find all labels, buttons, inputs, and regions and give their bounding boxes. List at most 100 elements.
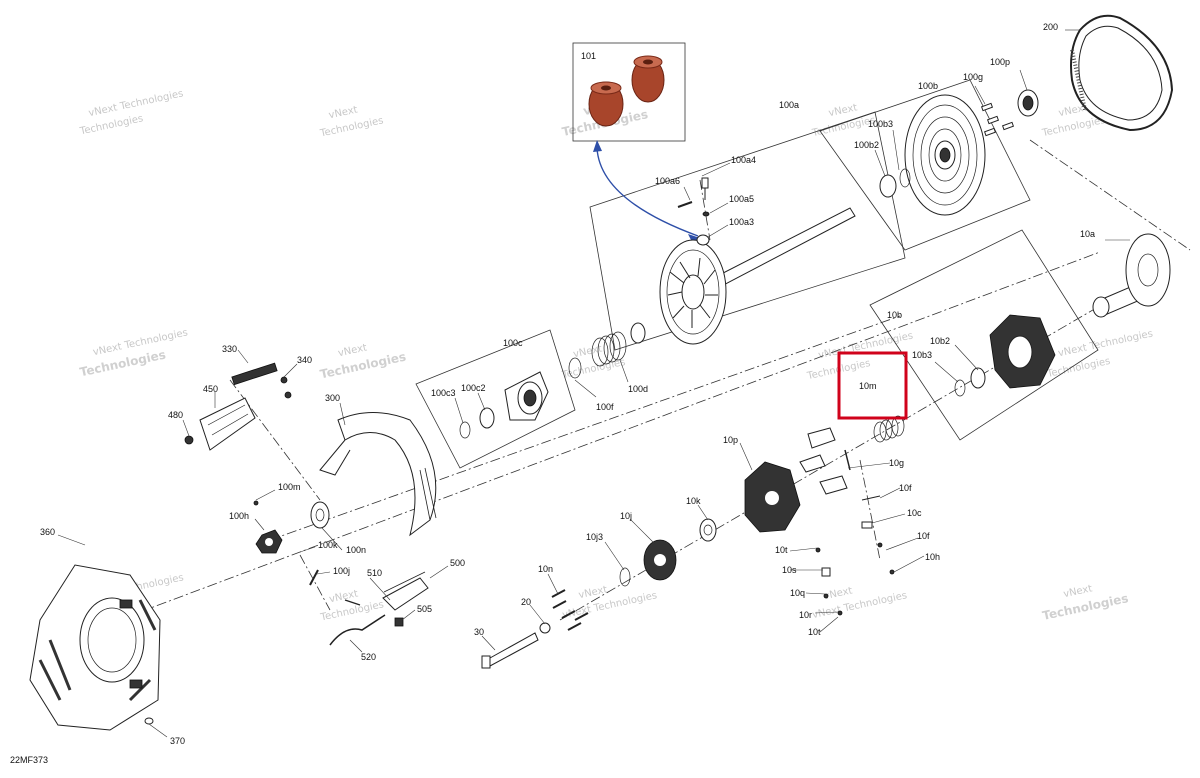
- rings-100b2-100b3[interactable]: [879, 168, 911, 198]
- watermark-text: Technologies: [1040, 115, 1106, 139]
- pin-10f[interactable]: [861, 495, 881, 501]
- part-label: 100a3: [729, 217, 754, 227]
- ring-100c3[interactable]: [459, 421, 471, 439]
- bushing-100a3[interactable]: [696, 234, 710, 246]
- watermark-text: Technologies: [810, 115, 876, 139]
- weight-axis-line: [699, 179, 711, 241]
- group-box-100b: [819, 79, 1031, 251]
- bolts-100g[interactable]: [980, 102, 1015, 137]
- bushing-100c2[interactable]: [479, 407, 495, 429]
- sheave-10a[interactable]: [1092, 233, 1171, 318]
- pin-100a6[interactable]: [677, 201, 693, 208]
- plate-10p[interactable]: [744, 461, 801, 533]
- part-label: 100a4: [731, 155, 756, 165]
- leader-lines: [57, 29, 1130, 738]
- watermark-text: vNext: [328, 104, 359, 121]
- bushing-hole-icon: [601, 85, 611, 91]
- rivet-340[interactable]: [280, 376, 288, 384]
- part-label: 100b2: [854, 140, 879, 150]
- bolt-100j[interactable]: [309, 569, 319, 586]
- watermark-text: Technologies: [78, 347, 167, 379]
- part-label: 100c3: [431, 388, 456, 398]
- group-box-10b: [869, 229, 1099, 441]
- washer-100m[interactable]: [253, 500, 259, 506]
- bracket-450[interactable]: [199, 397, 256, 451]
- washer-10k[interactable]: [699, 518, 717, 542]
- part-label: 100n: [346, 545, 366, 555]
- inset-101-bushings[interactable]: [588, 55, 665, 127]
- sub-assembly-boxes: [415, 42, 1099, 469]
- ring-10j3[interactable]: [619, 567, 631, 587]
- washer-20[interactable]: [539, 622, 551, 634]
- part-label: 100a5: [729, 194, 754, 204]
- part-label: 100h: [229, 511, 249, 521]
- watermark-text: vNext: [578, 584, 609, 601]
- bearing-100p[interactable]: [1017, 89, 1039, 117]
- bolt-30[interactable]: [481, 632, 539, 669]
- housing-360[interactable]: [29, 564, 161, 731]
- bolt-480[interactable]: [184, 435, 194, 445]
- washer-10h[interactable]: [889, 569, 895, 575]
- washer-10c-small[interactable]: [877, 542, 883, 548]
- rivet-340-b[interactable]: [284, 391, 292, 399]
- part-label: 100k: [318, 540, 338, 550]
- bracket-500[interactable]: [382, 571, 429, 611]
- part-label: 100p: [990, 57, 1010, 67]
- rings-10b2-10b3[interactable]: [954, 367, 986, 397]
- part-label: 10h: [925, 552, 940, 562]
- clip-520[interactable]: [329, 614, 386, 646]
- part-label: 101: [581, 51, 596, 61]
- flyweights-10g[interactable]: [799, 427, 851, 495]
- highlight-box-10m: [837, 351, 908, 420]
- group-box-100c: [415, 329, 576, 469]
- part-label: 30: [474, 627, 484, 637]
- washer-100a5[interactable]: [702, 211, 710, 217]
- part-label: 100a: [779, 100, 799, 110]
- ring-100f[interactable]: [568, 357, 582, 379]
- cap-screw-100a4[interactable]: [701, 177, 709, 200]
- watermark-text: Technologies: [78, 113, 144, 137]
- roller-10s[interactable]: [821, 567, 831, 577]
- bolt-axis-line: [299, 554, 331, 611]
- washer-100n[interactable]: [310, 501, 330, 529]
- watermark-text: vNext: [828, 102, 859, 119]
- spider-10j[interactable]: [643, 539, 677, 581]
- hub-100h[interactable]: [255, 529, 283, 554]
- ring-100d-adjacent[interactable]: [630, 322, 646, 344]
- washer-10t[interactable]: [815, 547, 821, 553]
- part-label: 300: [325, 393, 340, 403]
- drive-belt-200[interactable]: [1070, 14, 1174, 132]
- main-axis-line: [139, 251, 1101, 613]
- sheave-10b[interactable]: [989, 314, 1056, 389]
- inset-pointer-arrow: [596, 147, 699, 237]
- washer-10q[interactable]: [823, 593, 829, 599]
- spring-10m[interactable]: [873, 415, 905, 443]
- part-label: 10t: [775, 545, 788, 555]
- part-label: 340: [297, 355, 312, 365]
- nut-505[interactable]: [394, 617, 404, 627]
- part-label: 10f: [899, 483, 912, 493]
- clip-510[interactable]: [344, 599, 361, 606]
- shaft-sheave-100a[interactable]: [659, 207, 856, 345]
- washer-10r[interactable]: [837, 610, 843, 616]
- part-label: 100b3: [868, 119, 893, 129]
- part-labels: 101 100a 100a4 100a6 100a5 100a3 100b 10…: [10, 22, 1095, 765]
- cam-100c[interactable]: [504, 371, 549, 421]
- spring-100d[interactable]: [591, 331, 627, 367]
- inset-box-101: [572, 42, 686, 142]
- strap-330[interactable]: [231, 362, 278, 386]
- watermark-text: Technologies: [319, 350, 408, 382]
- part-label: 370: [170, 736, 185, 746]
- cover-300[interactable]: [319, 412, 437, 537]
- part-label: 10b: [887, 310, 902, 320]
- part-label: 100g: [963, 72, 983, 82]
- nut-370[interactable]: [144, 717, 154, 725]
- bolts-10n[interactable]: [551, 589, 589, 631]
- sheave-100b[interactable]: [904, 94, 986, 216]
- part-label: 100a6: [655, 176, 680, 186]
- bushing-hole-icon: [643, 59, 653, 65]
- roller-10c[interactable]: [861, 521, 873, 529]
- watermark-text: Technologies: [1041, 591, 1130, 623]
- part-label: 100d: [628, 384, 648, 394]
